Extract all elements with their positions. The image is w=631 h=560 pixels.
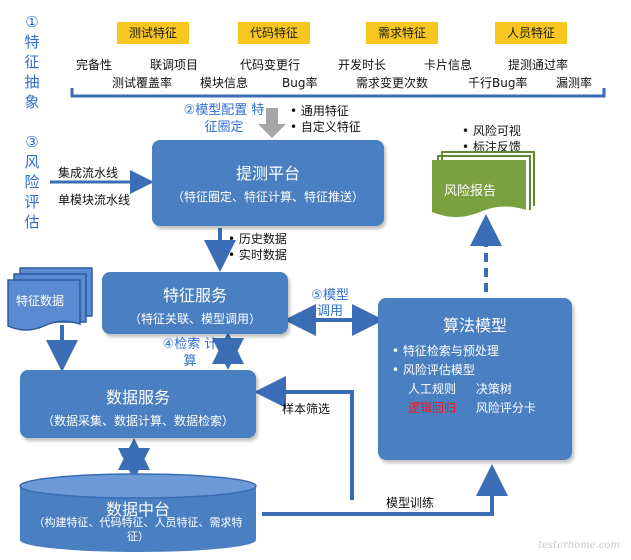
feature-bracket — [70, 88, 606, 98]
manual-rules-label: 人工规则 — [408, 382, 457, 396]
algo-item-preprocess: • 特征检索与预处理 — [392, 344, 499, 358]
sample-filter-arrow — [254, 376, 354, 500]
feature-module-info: 模块信息 — [200, 76, 249, 90]
single-module-pipeline-label: 单模块流水线 — [58, 193, 131, 207]
model-training-label: 模型训练 — [386, 496, 435, 510]
algo-subrow-1: 人工规则 决策树 — [408, 380, 572, 397]
feature-service-title: 特征服务 — [162, 286, 227, 305]
feature-bug-rate: Bug率 — [282, 76, 318, 90]
watermark: testerhome.com — [538, 540, 620, 551]
feature-test-coverage: 测试覆盖率 — [112, 76, 173, 90]
platform-subtitle: （特征圈定、特征计算、特征推送） — [171, 190, 364, 204]
decision-tree-label: 决策树 — [475, 382, 512, 396]
integration-pipeline-label: 集成流水线 — [58, 166, 119, 180]
data-service-subtitle: （数据采集、数据计算、数据检索） — [41, 414, 234, 428]
algo-model-title: 算法模型 — [442, 316, 507, 335]
logistic-regression-label: 逻辑回归 — [408, 401, 457, 415]
tag-requirement-features: 需求特征 — [366, 22, 438, 44]
step-risk-assessment: ③ 风险评估 — [24, 133, 40, 231]
algorithm-model-box: 算法模型 • 特征检索与预处理 • 风险评估模型 人工规则 决策树 逻辑回归 风… — [378, 298, 572, 460]
realtime-data-bullet: • 实时数据 — [228, 248, 287, 262]
custom-features-bullet: • 自定义特征 — [290, 120, 361, 134]
platform-title: 提测平台 — [235, 164, 300, 183]
data-service-box: 数据服务 （数据采集、数据计算、数据检索） — [20, 370, 256, 438]
risk-visualization-bullet: • 风险可视 — [462, 124, 521, 138]
feature-service-subtitle: （特征关联、模型调用） — [128, 312, 261, 326]
algo-item-risk-model: • 风险评估模型 — [392, 363, 475, 377]
retrieve-calc-label: ④检索 计算 — [162, 337, 218, 369]
model-call-label: ⑤模型 调用 — [311, 288, 349, 319]
feature-bug-per-kloc: 千行Bug率 — [468, 76, 528, 90]
feature-code-lines-changed: 代码变更行 — [240, 58, 301, 72]
data-center-subtitle: （构建特征、代码特征、人员特征、需求特征） — [33, 516, 243, 543]
risk-scorecard-label: 风险评分卡 — [475, 401, 536, 415]
config-arrow — [258, 108, 286, 138]
feature-completeness: 完备性 — [76, 58, 113, 72]
feature-requirement-changes: 需求变更次数 — [356, 76, 429, 90]
model-config-label: ②模型配置 特征圈定 — [183, 103, 265, 135]
sample-filter-label: 样本筛选 — [282, 402, 331, 416]
tag-test-features: 测试特征 — [117, 22, 189, 44]
risk-report-label: 风险报告 — [444, 184, 497, 199]
tag-personnel-features: 人员特征 — [495, 22, 567, 44]
feature-service-box: 特征服务 （特征关联、模型调用） — [102, 272, 288, 334]
feature-data-label: 特征数据 — [16, 294, 65, 308]
data-center-title: 数据中台 — [105, 500, 170, 519]
label-feedback-bullet: • 标注反馈 — [462, 140, 521, 154]
data-service-title: 数据服务 — [105, 388, 170, 407]
history-data-bullet: • 历史数据 — [228, 232, 287, 246]
general-features-bullet: • 通用特征 — [290, 104, 349, 118]
feature-submit-pass-rate: 提测通过率 — [508, 58, 569, 72]
submission-platform-box: 提测平台 （特征圈定、特征计算、特征推送） — [152, 140, 384, 226]
step-feature-abstraction: ① 特征抽象 — [24, 13, 40, 111]
model-training-arrow — [262, 464, 508, 516]
algo-subrow-2: 逻辑回归 风险评分卡 — [408, 399, 572, 416]
feature-dev-duration: 开发时长 — [338, 58, 387, 72]
feature-integration-project: 联调项目 — [150, 58, 199, 72]
feature-card-info: 卡片信息 — [424, 58, 473, 72]
feature-escape-rate: 漏测率 — [556, 76, 593, 90]
tag-code-features: 代码特征 — [238, 22, 310, 44]
